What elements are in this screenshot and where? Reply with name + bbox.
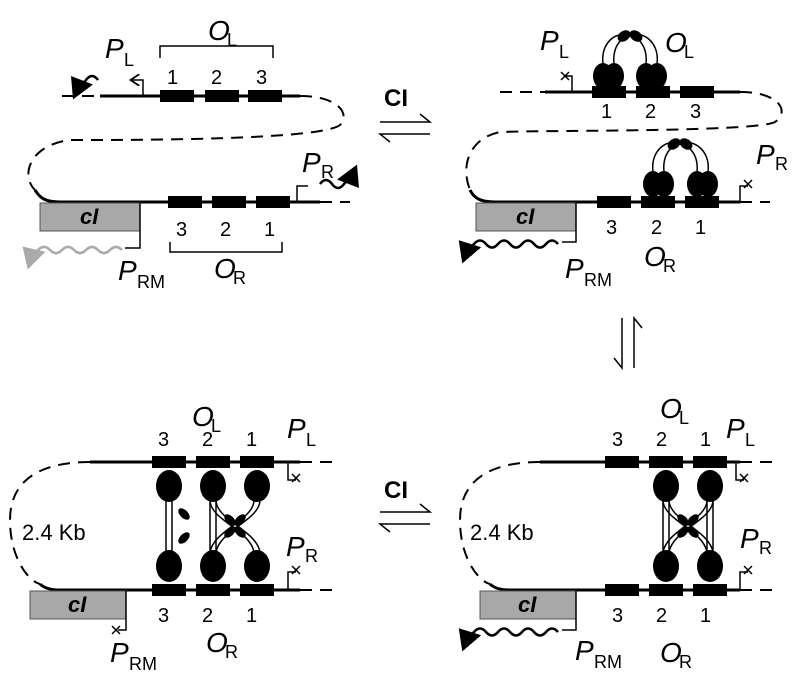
prm-label-p4: P <box>575 635 594 666</box>
or-sub-p2: R <box>663 256 676 276</box>
panel-free-dna: O L P L 1 2 3 cI P RM 3 2 <box>22 15 360 292</box>
ci-tetramer-ol <box>593 30 667 89</box>
pl-sub-p3: L <box>306 430 316 450</box>
ci-looped-tetramers <box>653 470 723 582</box>
or-label-p4: O <box>660 637 682 668</box>
ol2-num-p2: 2 <box>645 101 656 123</box>
ol3-num-p4: 3 <box>612 429 623 451</box>
equilibrium-vertical <box>613 315 643 371</box>
pl-sub-p1: L <box>124 50 134 70</box>
ol-sub-p4: L <box>679 408 689 428</box>
pl-transcript-wave <box>70 74 99 100</box>
prm-sub-p1: RM <box>137 272 165 292</box>
or-sub-p3: R <box>225 642 238 662</box>
ol1-num-p4: 1 <box>700 429 711 451</box>
ci-gene-p3 <box>29 590 127 620</box>
or-label-p3: O <box>206 627 228 658</box>
or1-num-p3: 1 <box>246 605 257 627</box>
equilibrium-top: CI <box>377 85 433 143</box>
loop-size-p3: 2.4 Kb <box>22 520 86 545</box>
ci-label-top: CI <box>384 85 408 112</box>
pr-label-p1: P <box>302 147 321 178</box>
ol-label-p4: O <box>660 393 682 424</box>
equilibrium-bottom: CI <box>377 477 433 533</box>
panel-loop-tetramer: O L 3 2 1 P L 2.4 Kb P R cI P RM <box>458 393 775 672</box>
or3-num-p3: 3 <box>158 605 169 627</box>
panel-loop-octamer: O L 3 2 1 P L 2.4 Kb P R cI P RM <box>8 401 335 674</box>
prm-label-p3: P <box>110 637 129 668</box>
pl-label-p3: P <box>287 413 306 444</box>
ci-gene-p2 <box>475 202 577 232</box>
prm-weak-transcript <box>22 245 123 270</box>
ci-gene-label-p3: cI <box>68 592 87 617</box>
ol2-num-p4: 2 <box>656 429 667 451</box>
panel-repressor-bound: P L O L 1 2 3 cI <box>458 25 788 290</box>
pl-label-p2: P <box>540 25 559 56</box>
ol-sub-p2: L <box>684 42 694 62</box>
or-sub-p4: R <box>679 652 692 672</box>
ci-label-bottom: CI <box>384 477 408 504</box>
ol2-num-p1: 2 <box>211 67 222 89</box>
prm-sub-p4: RM <box>594 652 622 672</box>
or1-num-p2: 1 <box>695 217 706 239</box>
or2-num-p3: 2 <box>202 605 213 627</box>
pr-sub-p3: R <box>305 546 318 566</box>
ol3-num-p2: 3 <box>690 101 701 123</box>
ol3-num-p1: 3 <box>256 67 267 89</box>
or2-num-p4: 2 <box>656 605 667 627</box>
pr-transcript-wave <box>319 164 360 190</box>
or2-num-p1: 2 <box>220 219 231 241</box>
pr-sub-p2: R <box>775 154 788 174</box>
prm-active-transcript-p4 <box>458 627 559 652</box>
ol-label-p2: O <box>665 27 687 58</box>
or2-num-p2: 2 <box>651 217 662 239</box>
or3-num-p2: 3 <box>606 217 617 239</box>
or-label-p2: O <box>644 241 666 272</box>
ol-label-p1: O <box>208 15 230 46</box>
pr-label-p2: P <box>756 139 775 170</box>
pr-label-p4: P <box>740 523 759 554</box>
pr-label-p3: P <box>286 531 305 562</box>
ci-gene-label-p2: cI <box>516 204 535 229</box>
ol1-num-p2: 1 <box>601 101 612 123</box>
prm-active-transcript <box>458 239 559 264</box>
ci-octamer <box>156 470 270 582</box>
ol3-num-p3: 3 <box>158 429 169 451</box>
ol1-num-p3: 1 <box>246 429 257 451</box>
ol-sub-p1: L <box>227 30 237 50</box>
prm-label-p2: P <box>565 253 584 284</box>
ol-label-p3: O <box>192 401 214 432</box>
or-label-p1: O <box>214 253 236 284</box>
ci-tetramer-or <box>643 138 718 197</box>
prm-sub-p2: RM <box>584 270 612 290</box>
ci-gene-label-p1: cI <box>80 204 99 229</box>
pl-label-p4: P <box>726 413 745 444</box>
or3-num-p1: 3 <box>176 219 187 241</box>
loop-size-p4: 2.4 Kb <box>470 520 534 545</box>
ol-sub-p3: L <box>211 416 221 436</box>
or1-num-p4: 1 <box>700 605 711 627</box>
pl-sub-p2: L <box>559 42 569 62</box>
ol2-num-p3: 2 <box>202 429 213 451</box>
pl-label-p1: P <box>105 33 124 64</box>
or1-num-p1: 1 <box>264 219 275 241</box>
prm-label-p1: P <box>118 255 137 286</box>
pr-sub-p4: R <box>759 538 772 558</box>
or3-num-p4: 3 <box>612 605 623 627</box>
pr-sub-p1: R <box>321 162 334 182</box>
ol1-num-p1: 1 <box>167 67 178 89</box>
pl-sub-p4: L <box>745 430 755 450</box>
prm-sub-p3: RM <box>129 654 157 674</box>
or-sub-p1: R <box>233 268 246 288</box>
ci-gene-label-p4: cI <box>518 592 537 617</box>
